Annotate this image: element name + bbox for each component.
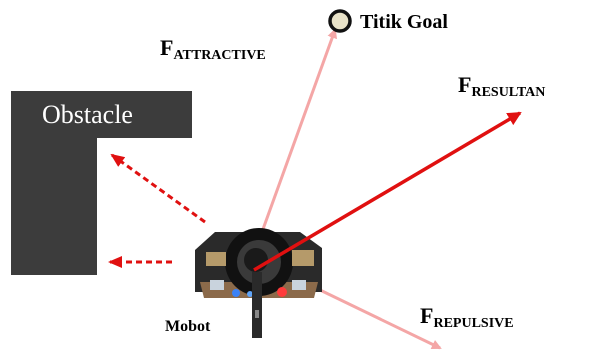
mobot-label: Mobot <box>165 318 211 335</box>
resultant-force-arrow <box>253 111 522 272</box>
repulsive-force-label: FREPULSIVE <box>420 303 514 331</box>
attractive-force-arrow <box>260 28 337 233</box>
attractive-force-label: FATTRACTIVE <box>160 35 266 63</box>
obstacle-label: Obstacle <box>42 100 133 129</box>
goal-label: Titik Goal <box>360 11 448 33</box>
repulsion-arrow-upper <box>110 153 206 224</box>
resultant-force-label: FRESULTAN <box>458 72 545 100</box>
obstacle-shape <box>11 91 192 275</box>
mobot-robot <box>195 228 322 338</box>
goal-point <box>328 9 352 33</box>
